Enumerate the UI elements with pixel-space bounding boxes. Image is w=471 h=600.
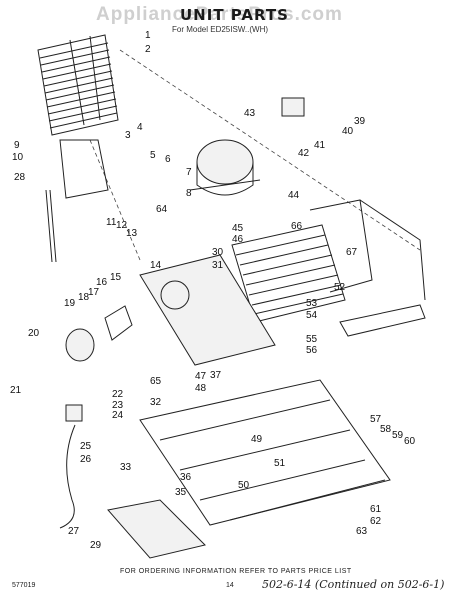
- callout-labels: 1 2 3 4 5 6 7 8 9 10 11 12 13 14 15 16 1…: [10, 30, 416, 551]
- callout-51: 51: [274, 458, 286, 469]
- evaporator-coil: [37, 34, 119, 136]
- drawing-code: 577019: [12, 582, 36, 589]
- callout-11: 11: [106, 217, 117, 228]
- callout-13: 13: [126, 228, 138, 239]
- callout-60: 60: [404, 436, 416, 447]
- callout-63: 63: [356, 526, 368, 537]
- drain-strip: [45, 189, 57, 263]
- callout-50: 50: [238, 480, 250, 491]
- callout-40: 40: [342, 126, 354, 137]
- callout-22: 22: [112, 389, 124, 400]
- callout-24: 24: [112, 410, 124, 421]
- base-tube: [229, 479, 386, 521]
- callout-10: 10: [12, 152, 24, 163]
- callout-19: 19: [64, 298, 76, 309]
- callout-6: 6: [165, 154, 171, 165]
- callout-33: 33: [120, 462, 132, 473]
- callout-43: 43: [244, 108, 256, 119]
- callout-64: 64: [156, 204, 168, 215]
- callout-12: 12: [116, 220, 128, 231]
- callout-57: 57: [370, 414, 382, 425]
- callout-5: 5: [150, 150, 156, 161]
- callout-9: 9: [14, 140, 20, 151]
- callout-39: 39: [354, 116, 366, 127]
- callout-16: 16: [96, 277, 108, 288]
- callout-55: 55: [306, 334, 318, 345]
- drain-pan: [107, 499, 206, 559]
- watermark: AppliancePartsPros.com: [96, 4, 343, 25]
- diagram-title: UNIT PARTS: [180, 6, 289, 24]
- relay: [65, 404, 83, 422]
- refrigerant-tubing: [309, 199, 426, 301]
- callout-65: 65: [150, 376, 162, 387]
- callout-28: 28: [14, 172, 26, 183]
- drain-tube: [339, 304, 426, 337]
- callout-3: 3: [125, 130, 131, 141]
- handwritten-note: 502-6-14 (Continued on 502-6-1): [262, 578, 445, 591]
- callout-25: 25: [80, 441, 92, 452]
- start-relay: [281, 97, 305, 117]
- callout-61: 61: [370, 504, 382, 515]
- fan-motor: [65, 305, 133, 362]
- assembly-guide-line-2: [89, 139, 141, 261]
- fan-bracket: [139, 254, 276, 366]
- callout-42: 42: [298, 148, 310, 159]
- page-number: 14: [226, 582, 234, 589]
- callout-21: 21: [10, 385, 22, 396]
- callout-2: 2: [145, 44, 151, 55]
- callout-1: 1: [145, 30, 151, 41]
- assembly-guide-line: [119, 49, 421, 251]
- callout-59: 59: [392, 430, 404, 441]
- callout-46: 46: [232, 234, 244, 245]
- callout-8: 8: [186, 188, 192, 199]
- callout-31: 31: [212, 260, 224, 271]
- callout-58: 58: [380, 424, 392, 435]
- callout-17: 17: [88, 287, 100, 298]
- base-frame: [139, 379, 391, 526]
- callout-56: 56: [306, 345, 318, 356]
- callout-23: 23: [112, 400, 124, 411]
- callout-32: 32: [150, 397, 162, 408]
- callout-53: 53: [306, 298, 318, 309]
- callout-20: 20: [28, 328, 40, 339]
- callout-14: 14: [150, 260, 162, 271]
- callout-18: 18: [78, 292, 90, 303]
- callout-35: 35: [175, 487, 187, 498]
- defrost-heater: [59, 139, 109, 199]
- callout-27: 27: [68, 526, 80, 537]
- callout-67: 67: [346, 247, 358, 258]
- power-cord: [59, 424, 76, 529]
- callout-62: 62: [370, 516, 382, 527]
- callout-49: 49: [251, 434, 263, 445]
- callout-41: 41: [314, 140, 326, 151]
- callout-47: 47: [195, 371, 207, 382]
- callout-29: 29: [90, 540, 102, 551]
- callout-7: 7: [186, 167, 192, 178]
- ordering-info-footer: FOR ORDERING INFORMATION REFER TO PARTS …: [120, 568, 352, 575]
- callout-45: 45: [232, 223, 244, 234]
- callout-37: 37: [210, 370, 222, 381]
- callout-66: 66: [291, 221, 303, 232]
- callout-15: 15: [110, 272, 122, 283]
- callout-30: 30: [212, 247, 224, 258]
- model-subtitle: For Model ED25ISW..(WH): [172, 25, 269, 34]
- callout-54: 54: [306, 310, 318, 321]
- condenser-coil: [231, 224, 346, 323]
- callout-26: 26: [80, 454, 92, 465]
- callout-52: 52: [334, 282, 346, 293]
- callout-48: 48: [195, 383, 207, 394]
- callout-44: 44: [288, 190, 300, 201]
- callout-36: 36: [180, 472, 192, 483]
- callout-4: 4: [137, 122, 143, 133]
- compressor: [189, 139, 261, 196]
